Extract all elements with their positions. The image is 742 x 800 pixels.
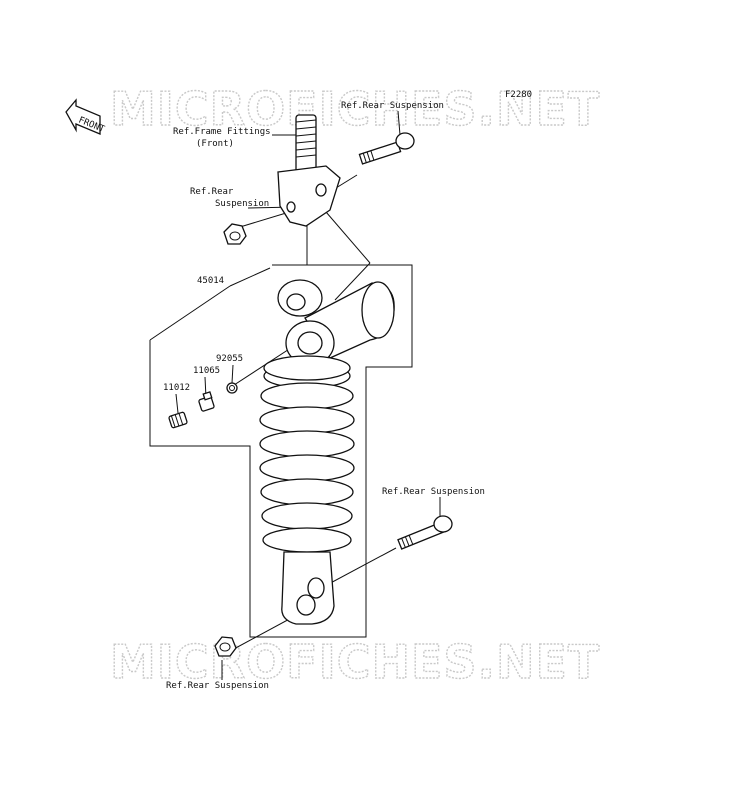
label-part-11065: 11065 — [193, 366, 220, 376]
shock-absorber — [259, 279, 395, 625]
label-ref-frame-line1: Ref.Frame Fittings — [173, 127, 271, 137]
label-ref-rear-left-line2: Suspension — [215, 199, 269, 209]
label-ref-rear-bottom: Ref.Rear Suspension — [166, 681, 269, 691]
frame-fitting-bracket — [277, 114, 341, 227]
watermark-top: MICROFICHES.NET — [110, 82, 600, 136]
label-ref-rear-mid: Ref.Rear Suspension — [382, 487, 485, 497]
label-part-11012: 11012 — [163, 383, 190, 393]
front-arrow-icon: FRONT — [65, 98, 106, 135]
group-bracket-45014 — [149, 264, 413, 638]
label-ref-rear-top: Ref.Rear Suspension — [341, 101, 444, 111]
top-bolt — [358, 132, 415, 165]
label-part-45014: 45014 — [197, 276, 224, 286]
diagram-id: F2280 — [505, 90, 532, 100]
bottom-nut — [214, 636, 237, 657]
label-ref-rear-left-line1: Ref.Rear — [190, 187, 234, 197]
watermark-bottom: MICROFICHES.NET — [110, 635, 600, 689]
label-ref-frame-line2: (Front) — [196, 139, 234, 149]
cap-11012 — [168, 411, 188, 429]
lower-bolt — [397, 515, 453, 550]
o-ring-92055 — [226, 382, 238, 394]
valve-11065 — [198, 391, 215, 412]
top-nut — [223, 223, 247, 245]
label-part-92055: 92055 — [216, 354, 243, 364]
